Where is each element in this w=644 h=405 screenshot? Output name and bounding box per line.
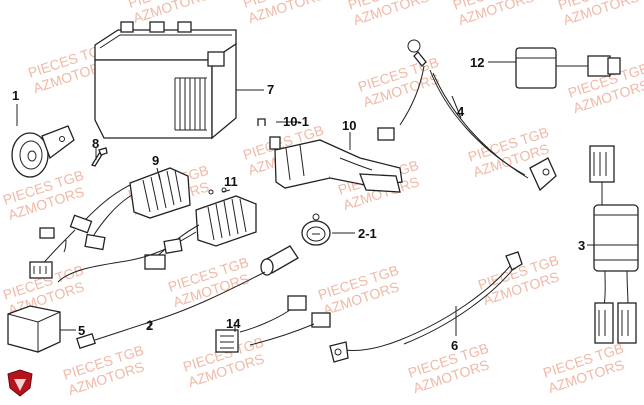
box-part-5 [7,305,61,353]
ignition-switch-part-2-1 [301,213,331,246]
callout-2-1: 2-1 [358,226,377,241]
callout-3: 3 [578,238,585,253]
callout-9: 9 [152,153,159,168]
callout-6: 6 [451,338,458,353]
callout-2: 2 [146,318,153,333]
callout-4: 4 [457,104,465,119]
callout-7: 7 [267,82,274,97]
harness-part-14 [215,295,331,353]
cable-part-6 [329,251,523,363]
relay-part-12 [515,47,621,89]
harness-part-2 [76,245,299,350]
cdi-part-3 [589,145,639,344]
callout-1: 1 [12,88,19,103]
leader-lines [16,61,638,336]
relay-bracket-part-10 [269,136,403,193]
regulator-part-11 [57,187,257,283]
callout-10-1: 10-1 [283,114,309,129]
callouts: 1 8 7 9 11 10-1 10 12 4 2-1 3 2 14 5 6 [12,55,585,353]
callout-14: 14 [226,316,241,331]
horn-part-1 [11,125,75,178]
callout-5: 5 [78,323,85,338]
clip-part-10-1 [257,118,266,126]
callout-8: 8 [92,136,99,151]
callout-12: 12 [470,55,484,70]
regulator-part-9 [29,167,191,279]
callout-11: 11 [224,174,238,189]
battery-part-7 [94,21,237,140]
ground-cable-part-4 [377,39,557,192]
shield-logo-icon [7,369,33,397]
callout-10: 10 [342,118,356,133]
bolt-part-8 [91,147,108,167]
